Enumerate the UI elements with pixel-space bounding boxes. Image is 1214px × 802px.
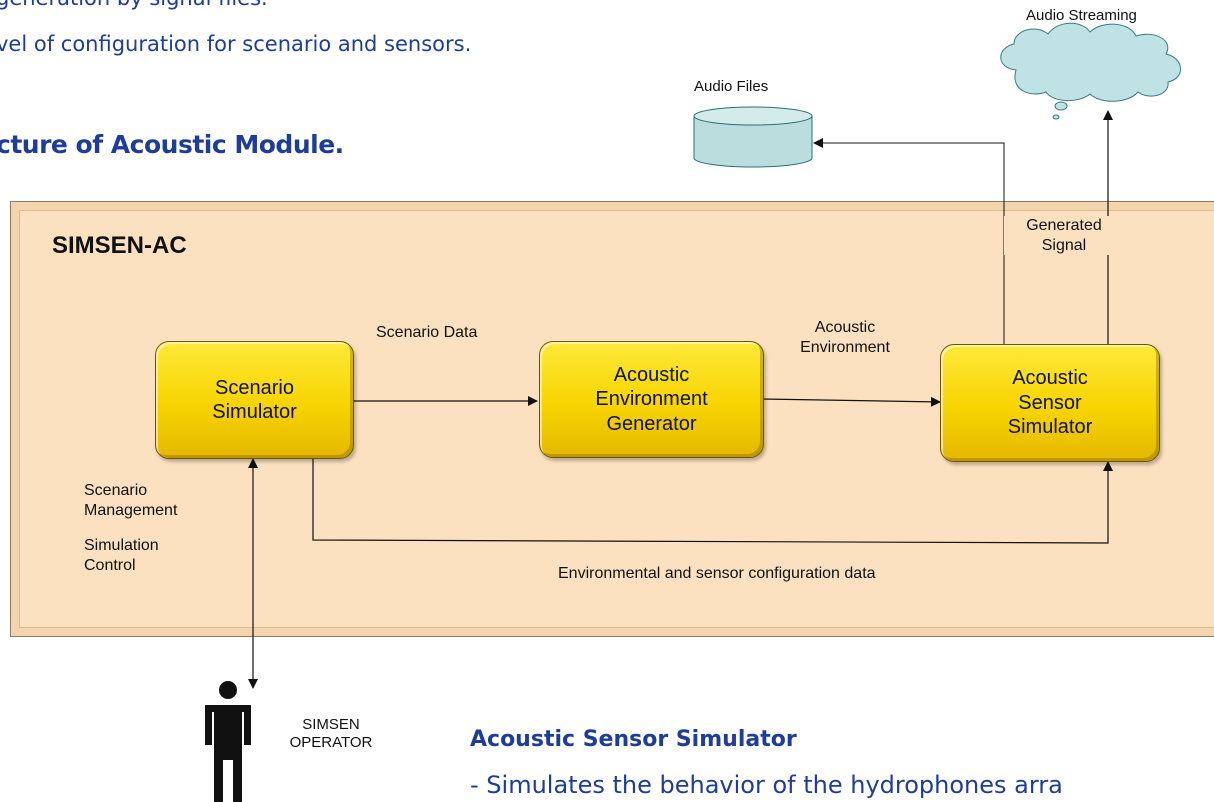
scenario-management-label: Scenario Management bbox=[84, 482, 178, 519]
operator-person-icon bbox=[205, 681, 251, 802]
sensor-simulator-subtitle: Acoustic Sensor Simulator bbox=[470, 727, 797, 752]
system-title: SIMSEN-AC bbox=[52, 232, 187, 259]
generated-signal-label: Generated Signal bbox=[1004, 216, 1124, 256]
operator-label: SIMSEN OPERATOR bbox=[289, 716, 373, 752]
scenario-simulator-label: Scenario Simulator bbox=[212, 376, 297, 423]
simulation-control-label: Simulation Control bbox=[84, 537, 159, 574]
section-title: cture of Acoustic Module. bbox=[0, 130, 344, 159]
bullet-text-1: generation by signal files. bbox=[0, 0, 268, 10]
arrow-to-audio-files bbox=[813, 138, 1005, 344]
sensor-simulator-bullet: - Simulates the behavior of the hydropho… bbox=[470, 771, 1063, 799]
arrow-acoustic-environment bbox=[761, 396, 941, 407]
audio-streaming-cloud-icon bbox=[1000, 22, 1181, 120]
env-sensor-config-label: Environmental and sensor configuration d… bbox=[558, 565, 876, 582]
scenario-simulator-block: Scenario Simulator bbox=[155, 341, 354, 459]
audio-files-storage-icon bbox=[693, 106, 813, 168]
acoustic-environment-label: Acoustic Environment bbox=[800, 319, 890, 356]
acoustic-sensor-simulator-label: Acoustic Sensor Simulator bbox=[1007, 367, 1093, 439]
bullet-text-2: vel of configuration for scenario and se… bbox=[0, 32, 472, 56]
audio-files-label: Audio Files bbox=[694, 78, 769, 95]
scenario-data-label: Scenario Data bbox=[376, 324, 478, 341]
acoustic-sensor-simulator-block: Acoustic Sensor Simulator bbox=[940, 344, 1160, 462]
acoustic-environment-generator-block: Acoustic Environment Generator bbox=[539, 341, 764, 458]
acoustic-environment-generator-label: Acoustic Environment Generator bbox=[595, 363, 708, 435]
arrow-env-sensor-config bbox=[312, 457, 1113, 544]
audio-streaming-label: Audio Streaming bbox=[1026, 7, 1137, 24]
